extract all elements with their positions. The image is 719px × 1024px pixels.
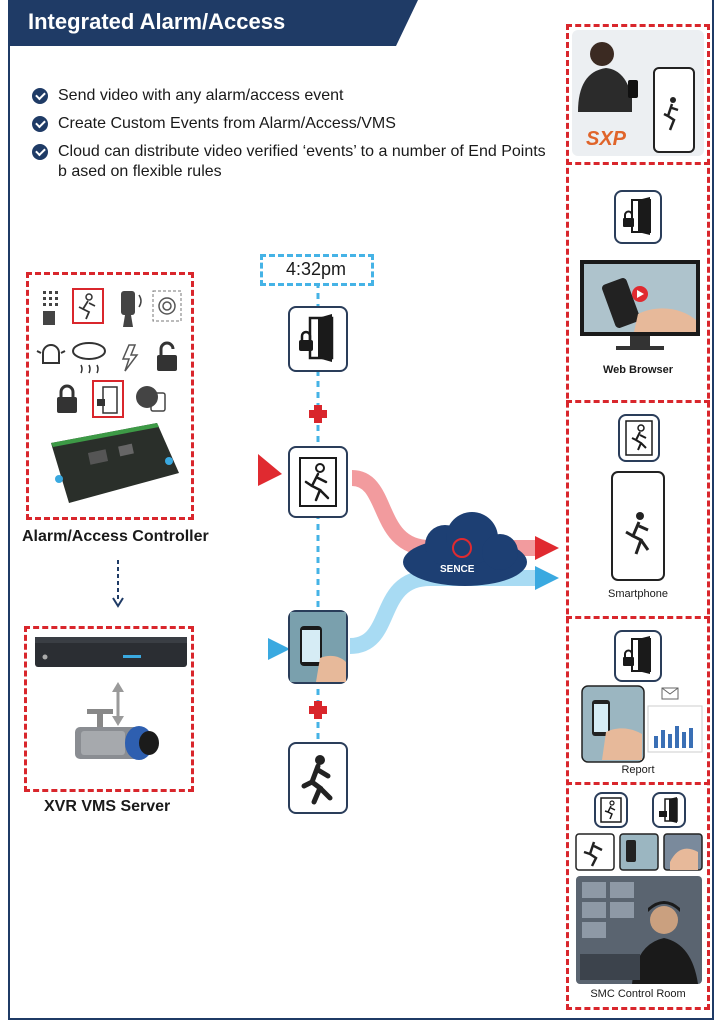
email-icon bbox=[661, 687, 679, 700]
smartphone-label: Smartphone bbox=[608, 588, 668, 600]
report-label: Report bbox=[621, 764, 655, 776]
exit-event-tile bbox=[594, 792, 628, 828]
page-title: Integrated Alarm/Access bbox=[28, 9, 286, 34]
panel-divider bbox=[566, 616, 710, 619]
keyfob-icon bbox=[121, 291, 142, 327]
vms-equipment bbox=[35, 637, 187, 760]
arrow-head bbox=[268, 638, 290, 660]
monitor-icon bbox=[580, 260, 700, 350]
plus-icon bbox=[309, 405, 327, 423]
smartphone-icon bbox=[653, 67, 695, 153]
door-lock-icon bbox=[623, 636, 651, 674]
check-circle-icon bbox=[32, 88, 48, 104]
door-lock-tile bbox=[614, 630, 662, 682]
exit-event-tile bbox=[288, 446, 348, 518]
smc-label: SMC Control Room bbox=[590, 988, 686, 1000]
sxp-panel-art bbox=[572, 30, 704, 156]
door-lock-icon bbox=[659, 797, 678, 823]
running-person-icon bbox=[301, 755, 333, 805]
running-man-icon bbox=[299, 457, 337, 507]
smartphone-icon bbox=[611, 471, 665, 581]
card-reader-icon bbox=[136, 386, 166, 412]
vms-server-label: XVR VMS Server bbox=[44, 798, 171, 815]
door-lock-icon bbox=[299, 314, 334, 362]
list-item: Cloud can distribute video verified ‘eve… bbox=[32, 142, 552, 182]
endpoints-column bbox=[566, 24, 710, 1010]
smoke-detector-icon bbox=[72, 342, 106, 374]
event-time: 4:32pm bbox=[286, 259, 347, 279]
outer-frame bbox=[8, 0, 714, 1020]
time-box bbox=[260, 254, 374, 286]
list-item: Send video with any alarm/access event bbox=[32, 86, 552, 106]
arrow-head bbox=[258, 454, 282, 486]
unlock-icon bbox=[157, 341, 177, 371]
arrow-head bbox=[535, 566, 559, 590]
door-lock-tile bbox=[288, 306, 348, 372]
cloud-icon bbox=[403, 512, 527, 586]
running-man-icon bbox=[625, 420, 653, 456]
plus-icon bbox=[309, 701, 327, 719]
door-lock-tile bbox=[652, 792, 686, 828]
exit-event-tile bbox=[618, 414, 660, 462]
camera-icon bbox=[75, 709, 159, 760]
panel-divider bbox=[566, 162, 710, 165]
alarm-controller-label: Alarm/Access Controller bbox=[22, 528, 209, 545]
video-cloud-arrow bbox=[349, 570, 535, 654]
door-lock-icon bbox=[92, 380, 124, 418]
running-man-icon bbox=[600, 797, 622, 823]
alarm-controller-box bbox=[26, 272, 194, 520]
lock-icon bbox=[57, 384, 77, 413]
feature-list: Send video with any alarm/access event C… bbox=[32, 86, 552, 190]
report-preview bbox=[581, 685, 703, 763]
check-circle-icon bbox=[32, 116, 48, 132]
door-lock-tile bbox=[614, 190, 662, 244]
siren-icon bbox=[36, 344, 66, 364]
intruder-tile bbox=[288, 742, 348, 814]
cloud-label: SENCE bbox=[440, 564, 475, 575]
arrow-head bbox=[535, 536, 559, 560]
phone-video-icon bbox=[290, 612, 346, 682]
event-thumbnails bbox=[575, 833, 703, 871]
fingerprint-icon bbox=[152, 290, 182, 322]
keypad-icon bbox=[43, 291, 58, 325]
video-clip-tile bbox=[288, 610, 348, 684]
panel-divider bbox=[566, 400, 710, 403]
control-board-icon bbox=[51, 423, 179, 503]
list-item: Create Custom Events from Alarm/Access/V… bbox=[32, 114, 552, 134]
bar-chart-icon bbox=[647, 705, 703, 753]
door-lock-icon bbox=[623, 197, 651, 235]
web-browser-label: Web Browser bbox=[602, 364, 674, 376]
running-man-icon bbox=[72, 288, 104, 324]
motion-sensor-icon bbox=[121, 344, 139, 372]
xvr-recorder-icon bbox=[35, 637, 187, 667]
operator-figure-icon bbox=[632, 901, 698, 984]
panel-divider bbox=[566, 782, 710, 785]
guard-figure-icon bbox=[578, 42, 638, 112]
header-banner bbox=[8, 0, 418, 46]
sxp-logo: SXP bbox=[586, 128, 627, 150]
vms-server-box bbox=[24, 626, 194, 792]
control-room-photo bbox=[576, 876, 702, 984]
check-circle-icon bbox=[32, 144, 48, 160]
controller-icons bbox=[36, 288, 182, 503]
